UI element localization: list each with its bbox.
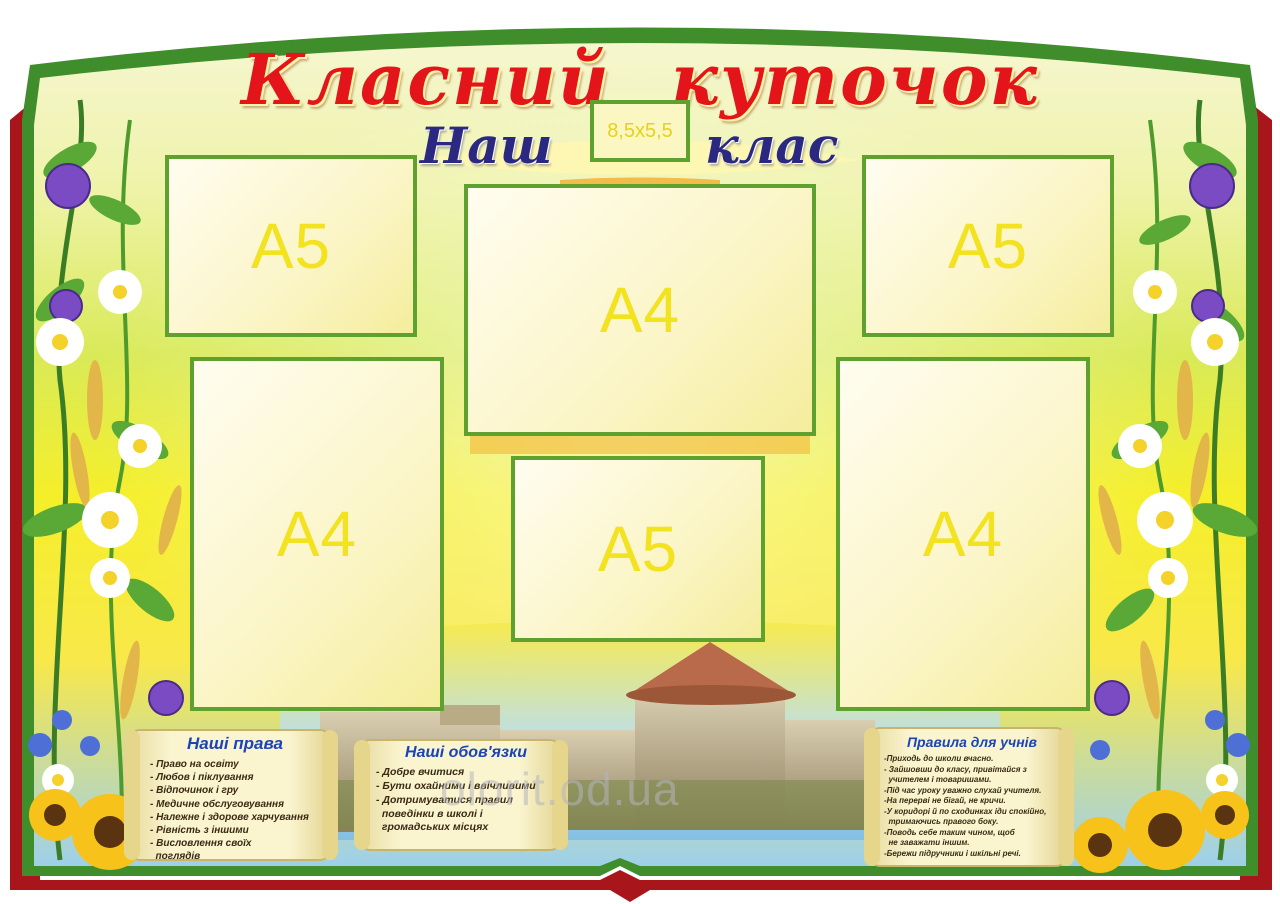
pocket-size-label: A5: [597, 513, 679, 585]
rules-item: -На перерві не бігай, не кричи.: [884, 796, 1006, 806]
rules-item: -Бережи підручники і шкільні речі.: [884, 848, 1021, 858]
subtitle-left: Наш: [420, 116, 553, 175]
rights-item: поглядів: [150, 851, 201, 863]
wheat-icon: [70, 360, 182, 720]
periwinkle-flower-icon: [45, 163, 184, 716]
pocket-center-bottom[interactable]: A5: [511, 456, 765, 642]
rules-list: -Приходь до школи вчасно. - Зайшовши до …: [884, 754, 1060, 859]
pocket-center-top[interactable]: A4: [464, 184, 816, 436]
duties-item: поведінки в школі і: [376, 807, 483, 820]
rules-item: учителем і товаришами.: [884, 775, 992, 785]
watermark: olorit.od.ua: [440, 763, 680, 815]
duties-item: громадських місцях: [376, 821, 489, 834]
pocket-size-label: A5: [947, 210, 1029, 282]
rights-item: - Відпочинок і гру: [150, 785, 239, 797]
rules-item: -Приходь до школи вчасно.: [884, 754, 994, 763]
fortress-tower-icon: [320, 642, 875, 832]
stand-title: Класний куточок: [0, 38, 1280, 121]
duties-item: - Дотримуватися правил: [376, 793, 513, 806]
title-word-1: Класний: [241, 38, 611, 121]
duties-item: - Бути охайними і ввічливими: [376, 779, 536, 792]
photo-slot-size-label: 8,5х5,5: [607, 119, 673, 142]
rights-title: Наші права: [186, 734, 283, 753]
rules-item: -Під час уроку уважно слухай учителя.: [884, 785, 1042, 795]
title-word-2: куточок: [670, 38, 1039, 121]
rights-item: - Належне і здорове харчування: [150, 811, 309, 823]
daisy-icon: [36, 270, 162, 796]
rules-title: Правила для учнів: [906, 734, 1038, 750]
right-floral-decoration: [1072, 99, 1258, 873]
scroll-duties-shape: [354, 739, 568, 851]
duties-item: - Добре вчитися: [376, 766, 465, 778]
rules-item: не заважати іншим.: [884, 838, 970, 848]
duties-title: Наші обов'язки: [405, 744, 527, 761]
class-photo-slot: 8,5х5,5: [590, 100, 690, 162]
pocket-size-label: A4: [922, 498, 1004, 570]
scroll-rules-shape: [864, 727, 1074, 867]
rules-scroll: Правила для учнів -Приходь до школи вчас…: [884, 734, 1060, 859]
rights-list: - Право на освіту - Любов і піклування -…: [150, 758, 320, 864]
pocket-size-label: A4: [276, 498, 358, 570]
rights-item: - Любов і піклування: [150, 772, 254, 784]
left-floral-decoration: [22, 99, 184, 870]
cornflower-icon: [28, 710, 100, 757]
scroll-rights-shape: [124, 729, 338, 861]
pocket-top-left[interactable]: A5: [165, 155, 417, 337]
rules-item: - Зайшовши до класу, привітайся з: [884, 764, 1027, 774]
rules-item: -У коридорі й по сходинках іди спокійно,: [884, 806, 1047, 816]
rules-item: -Поводь себе таким чином, щоб: [884, 827, 1015, 837]
duties-list: - Добре вчитися - Бути охайними і ввічли…: [376, 766, 556, 835]
rights-item: - Висловлення своїх: [150, 838, 252, 850]
pocket-mid-right[interactable]: A4: [836, 357, 1090, 711]
rights-scroll: Наші права - Право на освіту - Любов і п…: [150, 734, 320, 864]
pocket-size-label: A4: [599, 274, 681, 346]
pocket-top-right[interactable]: A5: [862, 155, 1114, 337]
pocket-size-label: A5: [250, 210, 332, 282]
rights-item: - Рівність з іншими: [150, 824, 249, 836]
subtitle-right: клас: [705, 116, 839, 175]
rights-item: - Медичне обслуговування: [150, 798, 284, 810]
rules-item: тримаючись правого боку.: [884, 817, 999, 827]
pocket-mid-left[interactable]: A4: [190, 357, 444, 711]
duties-scroll: Наші обов'язки - Добре вчитися - Бути ох…: [376, 744, 556, 835]
rights-item: - Право на освіту: [150, 759, 239, 770]
